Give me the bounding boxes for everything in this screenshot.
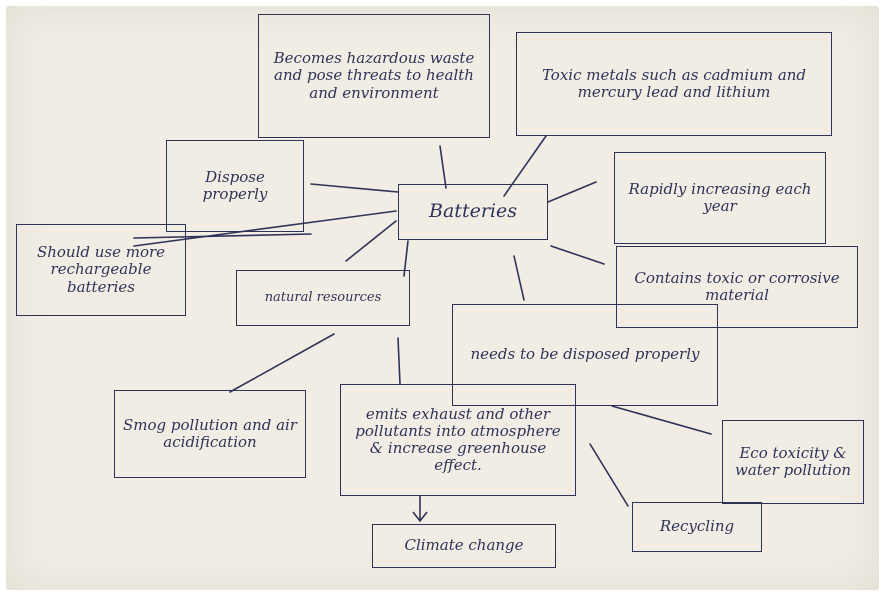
node-smog-text: Smog pollution and air acidification	[123, 415, 297, 451]
connector-lines	[133, 135, 712, 523]
node-eco-toxicity: Eco toxicity & water pollution	[722, 420, 864, 504]
node-needs-disposal: needs to be disposed properly	[452, 304, 718, 406]
node-dispose: Dispose properly	[166, 140, 304, 232]
link-recycling	[589, 443, 629, 507]
link-eco	[611, 405, 712, 435]
link-rechargeable-a	[133, 210, 397, 247]
node-eco-toxicity-text: Eco toxicity & water pollution	[734, 443, 852, 479]
node-hazardous-text: Becomes hazardous waste and pose threats…	[273, 49, 475, 102]
node-emits: emits exhaust and other pollutants into …	[340, 384, 576, 496]
link-rechargeable-b	[133, 233, 312, 239]
node-climate-change: Climate change	[372, 524, 556, 568]
link-natural-a	[345, 220, 397, 262]
central-node-text: Batteries	[429, 200, 517, 223]
paper-sheet: Becomes hazardous waste and pose threats…	[6, 6, 879, 590]
node-contains: Contains toxic or corrosive material	[616, 246, 858, 328]
node-rapidly: Rapidly increasing each year	[614, 152, 826, 244]
node-contains-text: Contains toxic or corrosive material	[634, 268, 840, 304]
node-natural-resources-text: natural resources	[264, 289, 382, 305]
node-hazardous: Becomes hazardous waste and pose threats…	[258, 14, 490, 138]
node-rechargeable: Should use more rechargeable batteries	[16, 224, 186, 316]
link-hazardous	[439, 145, 447, 189]
link-emits	[397, 337, 401, 385]
link-smog	[229, 333, 335, 393]
node-toxic-metals: Toxic metals such as cadmium and mercury…	[516, 32, 832, 136]
node-climate-change-text: Climate change	[404, 536, 524, 555]
node-rechargeable-text: Should use more rechargeable batteries	[36, 243, 166, 296]
link-dispose	[310, 183, 399, 193]
node-emits-text: emits exhaust and other pollutants into …	[355, 404, 561, 475]
link-toxic-metals	[503, 135, 547, 197]
node-rapidly-text: Rapidly increasing each year	[628, 179, 812, 215]
arrow-climate-head	[412, 511, 428, 523]
node-toxic-metals-text: Toxic metals such as cadmium and mercury…	[541, 65, 807, 101]
node-recycling: Recycling	[632, 502, 762, 552]
node-recycling-text: Recycling	[659, 517, 735, 536]
node-needs-disposal-text: needs to be disposed properly	[470, 345, 700, 364]
node-smog: Smog pollution and air acidification	[114, 390, 306, 478]
node-batteries: Batteries	[398, 184, 548, 240]
node-natural-resources: natural resources	[236, 270, 410, 326]
link-rapidly	[547, 181, 597, 203]
link-needs	[513, 255, 525, 301]
node-dispose-text: Dispose properly	[202, 167, 268, 203]
link-contains	[550, 245, 605, 265]
